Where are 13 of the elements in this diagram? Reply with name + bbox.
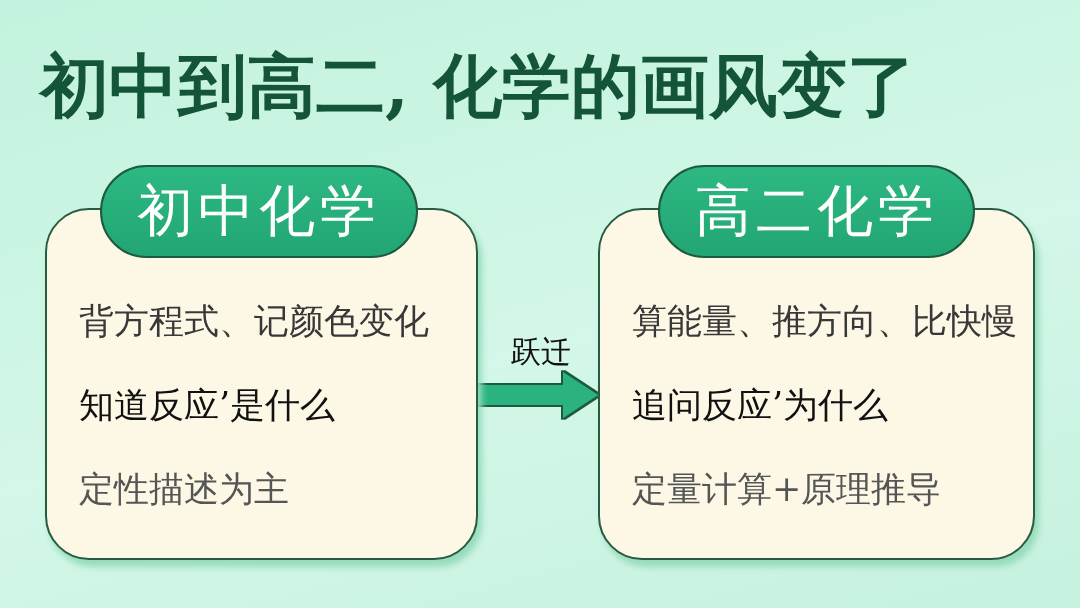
edge-label: 跃迁 (511, 334, 571, 370)
card (598, 165, 1035, 560)
card (45, 165, 478, 560)
body-text: 背方程式、记颜色变化 (79, 300, 429, 342)
arrow (478, 372, 598, 418)
title: 初中到高二, 化学的画风变了 (40, 44, 917, 128)
body-text: 追问反应’为什么 (632, 384, 889, 426)
heading-pill: 初中化学 (100, 165, 418, 258)
body-text: 定性描述为主 (79, 468, 289, 510)
body-text: 定量计算+原理推导 (632, 468, 942, 510)
body-text: 算能量、推方向、比快慢 (632, 300, 1017, 342)
body-text: 知道反应’是什么 (79, 384, 336, 426)
heading-pill: 高二化学 (658, 165, 975, 258)
